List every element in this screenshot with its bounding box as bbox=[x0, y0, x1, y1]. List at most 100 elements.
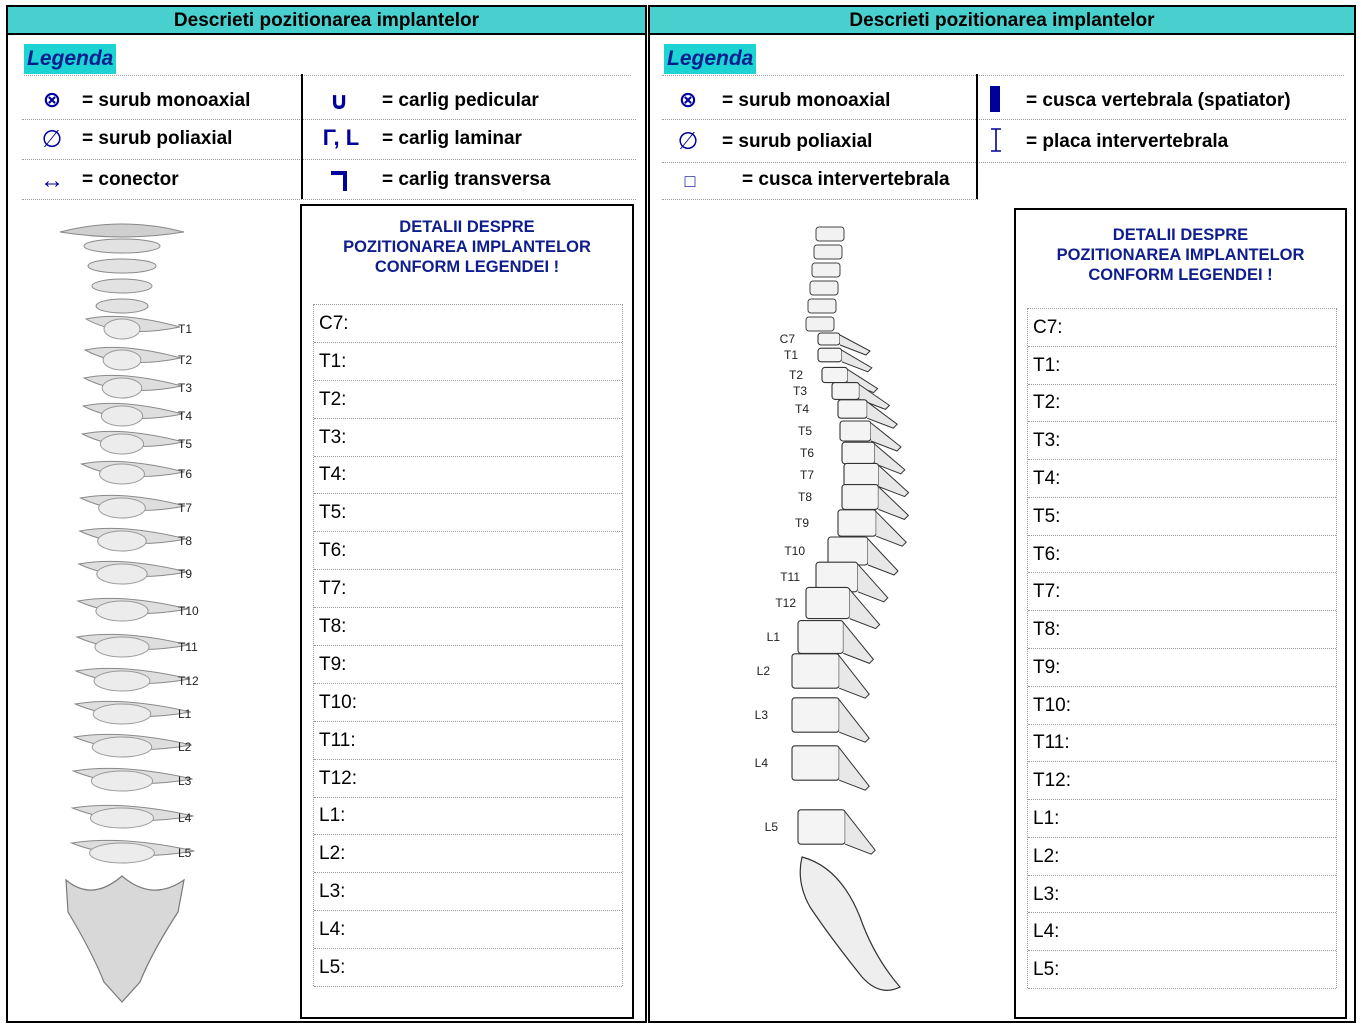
field-row[interactable]: T9: bbox=[314, 646, 622, 684]
vertebra-label: T8 bbox=[178, 534, 192, 548]
field-row[interactable]: L2: bbox=[314, 835, 622, 873]
vertebra-label: T3 bbox=[793, 384, 807, 398]
field-label: C7: bbox=[1033, 317, 1063, 339]
field-row[interactable]: T9: bbox=[1028, 649, 1336, 687]
circled-times-icon: ⊗ bbox=[670, 87, 706, 113]
field-label: L1: bbox=[319, 805, 345, 827]
field-row[interactable]: L5: bbox=[314, 949, 622, 987]
field-row[interactable]: T12: bbox=[314, 760, 622, 798]
field-row[interactable]: T6: bbox=[1028, 536, 1336, 574]
vertebra-body-shape bbox=[828, 537, 868, 565]
vertebra-body-shape bbox=[838, 510, 876, 536]
vertebra-body-shape bbox=[93, 704, 151, 724]
legend-laminar-hook: = carlig laminar bbox=[382, 128, 522, 150]
right-legend-title: Legenda bbox=[664, 44, 756, 74]
vertebra-label: T9 bbox=[795, 516, 809, 530]
field-row[interactable]: T10: bbox=[1028, 687, 1336, 725]
field-row[interactable]: T2: bbox=[1028, 385, 1336, 423]
field-row[interactable]: L1: bbox=[1028, 800, 1336, 838]
field-row[interactable]: T8: bbox=[314, 608, 622, 646]
vertebra-body-shape bbox=[792, 698, 839, 732]
field-row[interactable]: C7: bbox=[1028, 309, 1336, 347]
circled-times-icon: ⊗ bbox=[34, 87, 70, 113]
field-row[interactable]: L5: bbox=[1028, 951, 1336, 989]
field-row[interactable]: T5: bbox=[314, 494, 622, 532]
spinous-process-shape bbox=[868, 539, 898, 575]
details-heading-line: POZITIONAREA IMPLANTELOR bbox=[1016, 245, 1345, 265]
field-label: L5: bbox=[319, 957, 345, 979]
field-row[interactable]: T3: bbox=[1028, 422, 1336, 460]
vertebra-label: T1 bbox=[784, 348, 798, 362]
right-details-box: DETALII DESPRE POZITIONAREA IMPLANTELOR … bbox=[1014, 208, 1347, 1019]
field-row[interactable]: T10: bbox=[314, 684, 622, 722]
vertebra-label: T11 bbox=[178, 640, 198, 654]
legend-polyaxial-screw: = surub poliaxial bbox=[722, 131, 872, 153]
vertebra-label: L3 bbox=[178, 774, 192, 788]
field-row[interactable]: T7: bbox=[1028, 573, 1336, 611]
field-label: L4: bbox=[1033, 921, 1059, 943]
field-row[interactable]: L2: bbox=[1028, 838, 1336, 876]
field-row[interactable]: C7: bbox=[314, 305, 622, 343]
right-panel: Descrieti pozitionarea implantelor Legen… bbox=[648, 5, 1356, 1023]
field-row[interactable]: T1: bbox=[314, 343, 622, 381]
field-label: T4: bbox=[1033, 468, 1060, 490]
field-row[interactable]: T11: bbox=[314, 722, 622, 760]
field-row[interactable]: L4: bbox=[1028, 913, 1336, 951]
vertebra-label: T12 bbox=[178, 674, 199, 688]
right-legend-divider bbox=[662, 75, 1344, 76]
field-label: T10: bbox=[1033, 695, 1071, 717]
field-row[interactable]: T2: bbox=[314, 381, 622, 419]
empty-set-icon: ∅ bbox=[34, 125, 70, 154]
vertebra-body-shape bbox=[90, 843, 155, 863]
vertebra-label: L2 bbox=[757, 664, 771, 678]
field-row[interactable]: L3: bbox=[314, 873, 622, 911]
vertebra-body-shape bbox=[95, 637, 149, 657]
left-details-heading: DETALII DESPRE POZITIONAREA IMPLANTELOR … bbox=[302, 217, 632, 277]
field-row[interactable]: T4: bbox=[314, 457, 622, 495]
left-legend-title: Legenda bbox=[24, 44, 116, 74]
details-heading-line: DETALII DESPRE bbox=[302, 217, 632, 237]
field-row[interactable]: L3: bbox=[1028, 876, 1336, 914]
sacrum-shape bbox=[66, 876, 184, 1002]
field-row[interactable]: T12: bbox=[1028, 762, 1336, 800]
legend-column-divider bbox=[301, 74, 303, 199]
vertebra-label: L3 bbox=[755, 708, 769, 722]
field-row[interactable]: T11: bbox=[1028, 725, 1336, 763]
vertebra-label: T6 bbox=[178, 467, 192, 481]
field-row[interactable]: L4: bbox=[314, 911, 622, 949]
field-row[interactable]: L1: bbox=[314, 798, 622, 836]
field-label: L5: bbox=[1033, 959, 1059, 981]
vertebra-label: T6 bbox=[800, 446, 814, 460]
field-row[interactable]: T5: bbox=[1028, 498, 1336, 536]
vertebra-label: T10 bbox=[178, 604, 199, 618]
vertebra-body-shape bbox=[792, 746, 839, 780]
field-row[interactable]: T1: bbox=[1028, 347, 1336, 385]
field-row[interactable]: T8: bbox=[1028, 611, 1336, 649]
vertebra-body-shape bbox=[818, 333, 840, 345]
field-row[interactable]: T7: bbox=[314, 570, 622, 608]
vertebra-body-shape bbox=[822, 367, 848, 382]
vertebra-body-shape bbox=[842, 485, 878, 510]
right-panel-header: Descrieti pozitionarea implantelor bbox=[650, 7, 1354, 35]
field-label: T12: bbox=[319, 768, 357, 790]
vertebra-label: L4 bbox=[178, 811, 192, 825]
spinous-process-shape bbox=[845, 812, 875, 854]
field-label: L4: bbox=[319, 919, 345, 941]
field-label: T1: bbox=[319, 351, 346, 373]
vertebra-body-shape bbox=[92, 737, 151, 757]
vertebra-label: T2 bbox=[789, 368, 803, 382]
transverse-hook-icon bbox=[328, 167, 352, 193]
spine-lateral-illustration: C7T1T2T3T4T5T6T7T8T9T10T11T12L1L2L3L4L5 bbox=[750, 217, 930, 1007]
vertebra-body-shape bbox=[98, 531, 147, 551]
field-row[interactable]: T6: bbox=[314, 532, 622, 570]
empty-set-icon: ∅ bbox=[670, 127, 706, 156]
left-panel: Descrieti pozitionarea implantelor Legen… bbox=[6, 5, 647, 1023]
field-row[interactable]: T3: bbox=[314, 419, 622, 457]
cervical-vertebra-shape bbox=[88, 259, 156, 273]
vertebra-body-shape bbox=[832, 383, 859, 400]
field-label: T2: bbox=[1033, 392, 1060, 414]
cervical-vertebra-shape bbox=[96, 299, 148, 313]
vertebra-body-shape bbox=[844, 463, 879, 486]
field-row[interactable]: T4: bbox=[1028, 460, 1336, 498]
vertebra-body-shape bbox=[100, 434, 143, 454]
